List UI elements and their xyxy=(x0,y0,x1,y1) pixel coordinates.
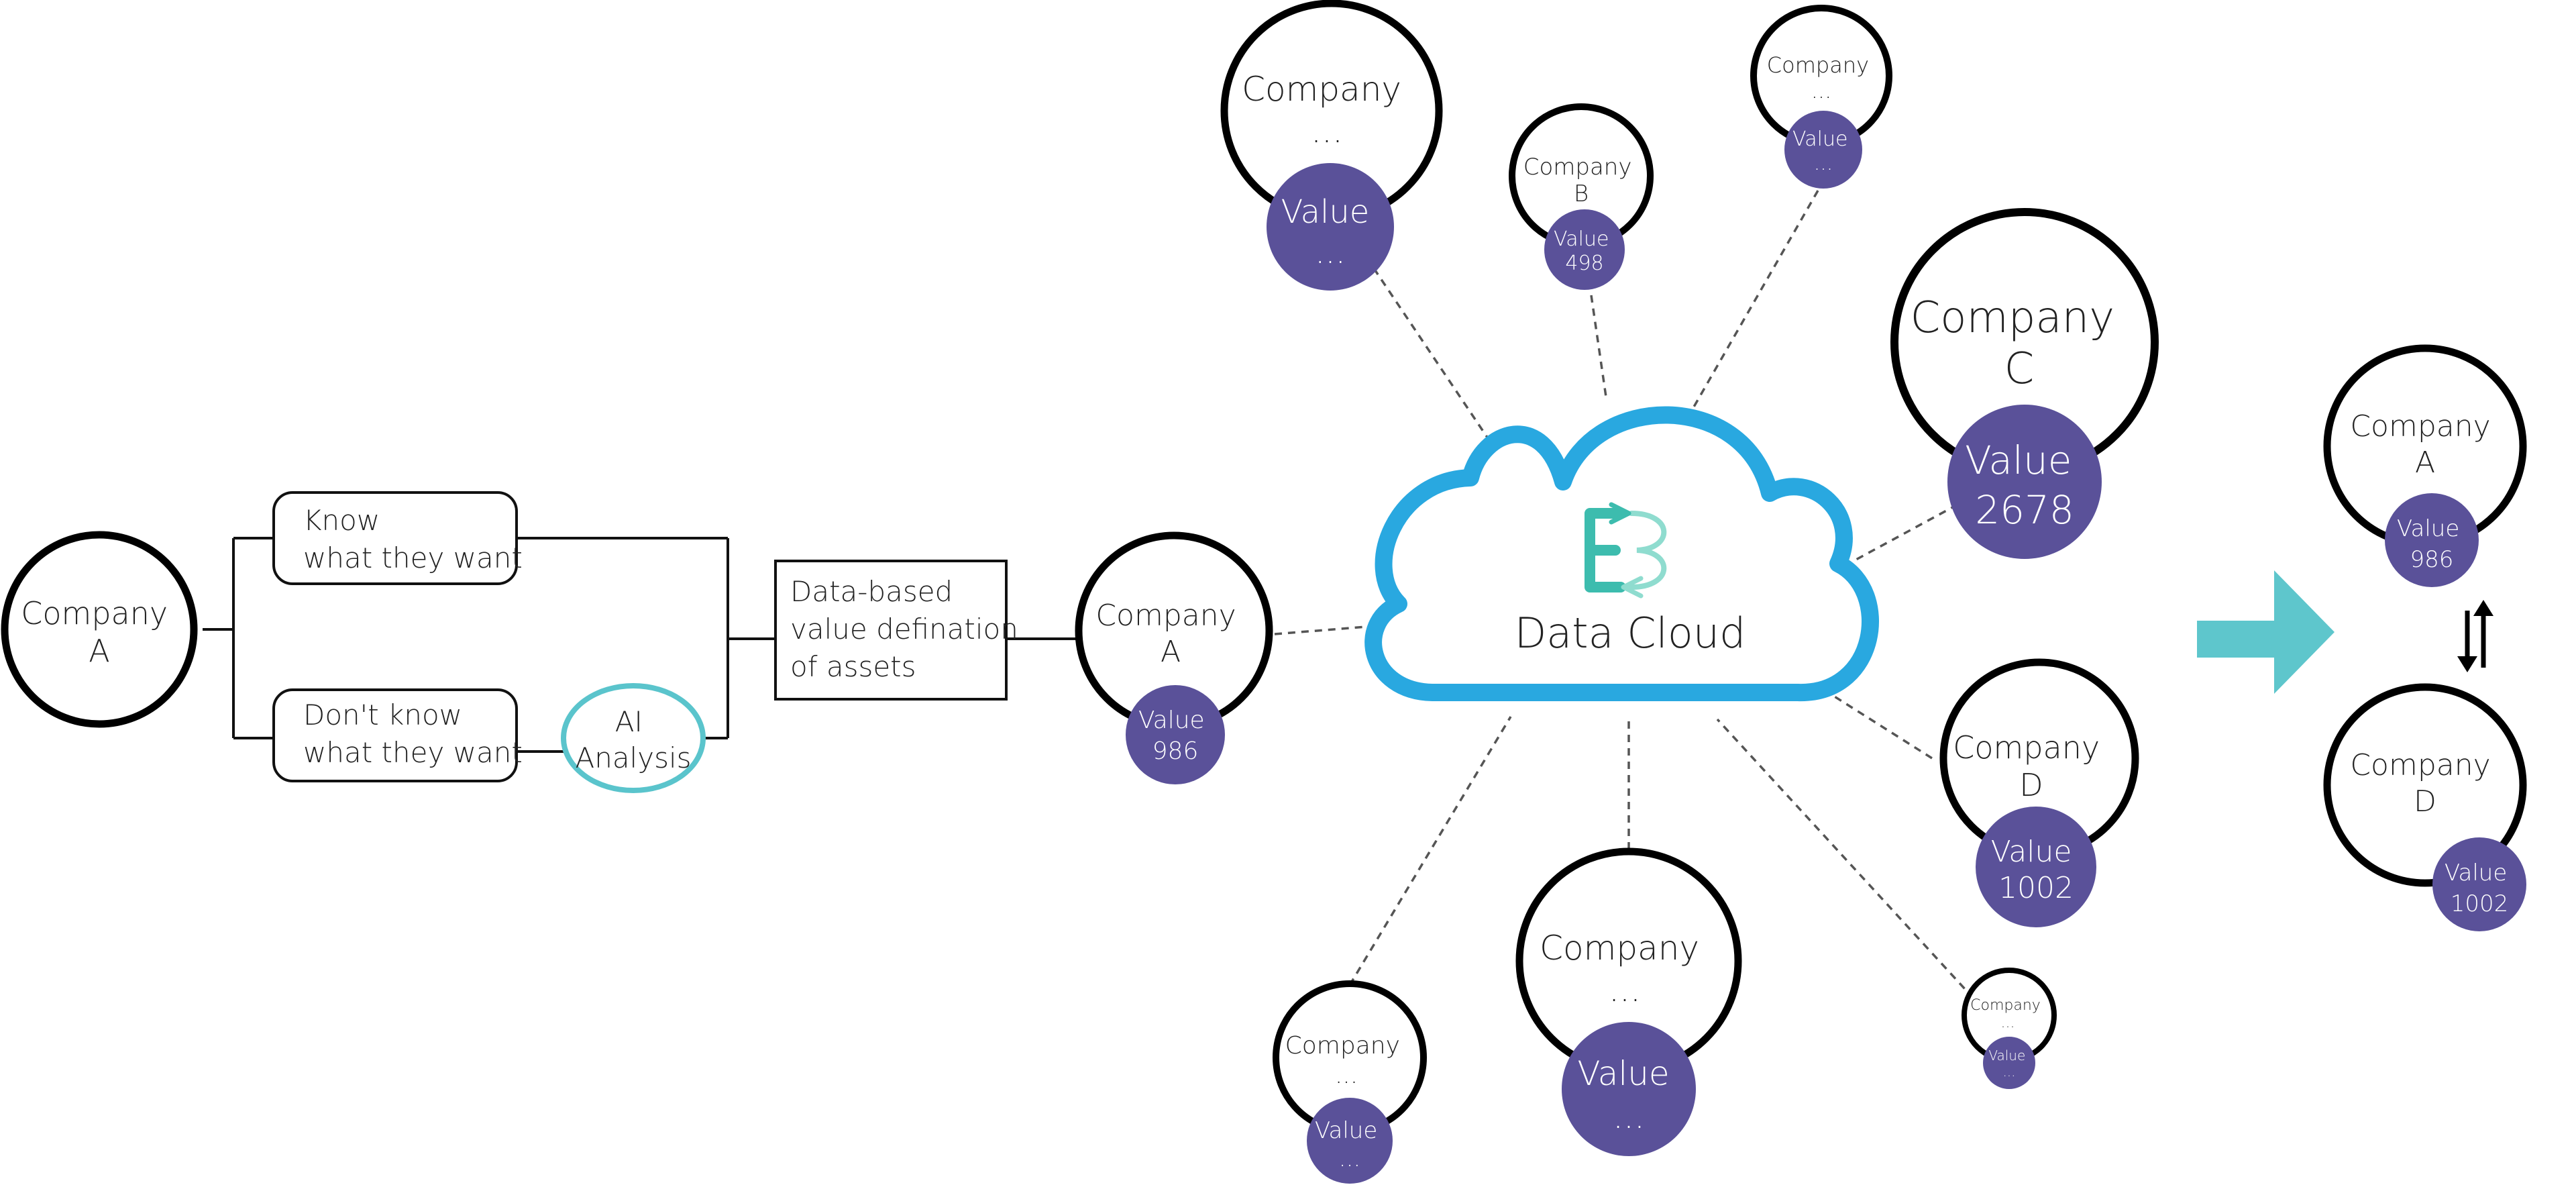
company-label: Company C xyxy=(1911,293,2129,394)
company-node-bottom-right: Company ... Value ... xyxy=(1962,968,2057,1089)
value-dot xyxy=(1983,1037,2035,1089)
company-label: Company ... xyxy=(1970,997,2045,1031)
value-label: Value ... xyxy=(1281,193,1379,271)
branch-known-label: Know what they want xyxy=(303,504,523,574)
company-label: Company ... xyxy=(1242,70,1412,150)
value-label: Value 1002 xyxy=(1991,835,2082,905)
exchange-company-a: Company A Value 986 xyxy=(2323,344,2527,587)
branch-know-what-they-want: Know what they want xyxy=(272,491,523,585)
value-dot xyxy=(1307,1098,1393,1184)
value-dot xyxy=(1784,111,1862,189)
company-label: Company D xyxy=(1953,729,2109,803)
source-company-circle xyxy=(1,531,198,728)
company-label: Company ... xyxy=(1767,52,1876,103)
company-label: Company A xyxy=(2350,409,2500,480)
exchange-arrows-icon xyxy=(2457,600,2493,672)
ai-analysis-label: AI Analysis xyxy=(575,705,691,774)
branch-unknown-box xyxy=(272,688,518,782)
value-label: Value ... xyxy=(1792,127,1854,175)
cloud-shape xyxy=(1364,406,1879,702)
value-label: Value ... xyxy=(1315,1117,1385,1172)
company-label: Company ... xyxy=(1285,1032,1408,1089)
company-node-top-right: Company ... Value ... xyxy=(1750,5,1892,189)
value-definition-box xyxy=(774,560,1008,701)
result-arrow-icon xyxy=(2197,570,2334,694)
company-node-b: Company B Value 498 xyxy=(1509,103,1654,290)
value-label: Value 986 xyxy=(2397,515,2467,573)
value-definition-label: Data-based value defination of assets xyxy=(790,575,1027,683)
value-label: Value 498 xyxy=(1554,227,1615,275)
value-label: Value ... xyxy=(1577,1054,1680,1136)
value-dot xyxy=(1267,163,1394,291)
data-cloud-logo-icon xyxy=(1585,502,1667,599)
company-node-top-left: Company ... Value ... xyxy=(1220,0,1443,291)
ai-analysis-ring xyxy=(561,683,706,793)
data-cloud: Data Cloud xyxy=(1364,406,1879,702)
company-node-c: Company C Value 2678 xyxy=(1890,208,2159,559)
company-label: Company A xyxy=(1095,599,1245,669)
source-company-a: Company A xyxy=(1,531,198,728)
company-node-bottom-left: Company ... Value ... xyxy=(1273,980,1427,1184)
company-node-d: Company D Value 1002 xyxy=(1939,658,2139,927)
value-dot xyxy=(1947,405,2102,559)
source-company-label: Company A xyxy=(21,595,177,669)
company-label: Company B xyxy=(1523,154,1640,207)
value-label: Value 986 xyxy=(1138,707,1212,765)
cloud-connections xyxy=(1274,190,1975,1000)
company-node-bottom-center: Company ... Value ... xyxy=(1515,847,1742,1156)
company-ring xyxy=(2323,683,2527,887)
company-node-a: Company A Value 986 xyxy=(1075,531,1273,784)
value-label: Value 1002 xyxy=(2445,860,2514,917)
value-dot xyxy=(1126,685,1225,784)
value-dot xyxy=(2385,493,2479,587)
branch-dont-know-what-they-want: Don't know what they want xyxy=(272,688,523,782)
branch-unknown-label: Don't know what they want xyxy=(303,699,523,769)
value-dot xyxy=(1562,1022,1696,1156)
value-label: Value 2678 xyxy=(1965,437,2084,533)
company-label: Company ... xyxy=(1540,929,1710,1009)
value-definition: Data-based value defination of assets xyxy=(774,560,1027,701)
branch-known-box xyxy=(272,491,518,585)
value-label: Value ... xyxy=(1988,1047,2029,1080)
company-label: Company D xyxy=(2350,748,2500,819)
exchange-company-d: Company D Value 1002 xyxy=(2323,683,2527,931)
process-connectors xyxy=(203,537,1079,753)
value-dot xyxy=(2432,837,2526,931)
cloud-label: Data Cloud xyxy=(1515,609,1746,658)
value-dot xyxy=(1544,209,1625,290)
ai-analysis: AI Analysis xyxy=(561,683,706,793)
value-dot xyxy=(1976,807,2096,927)
